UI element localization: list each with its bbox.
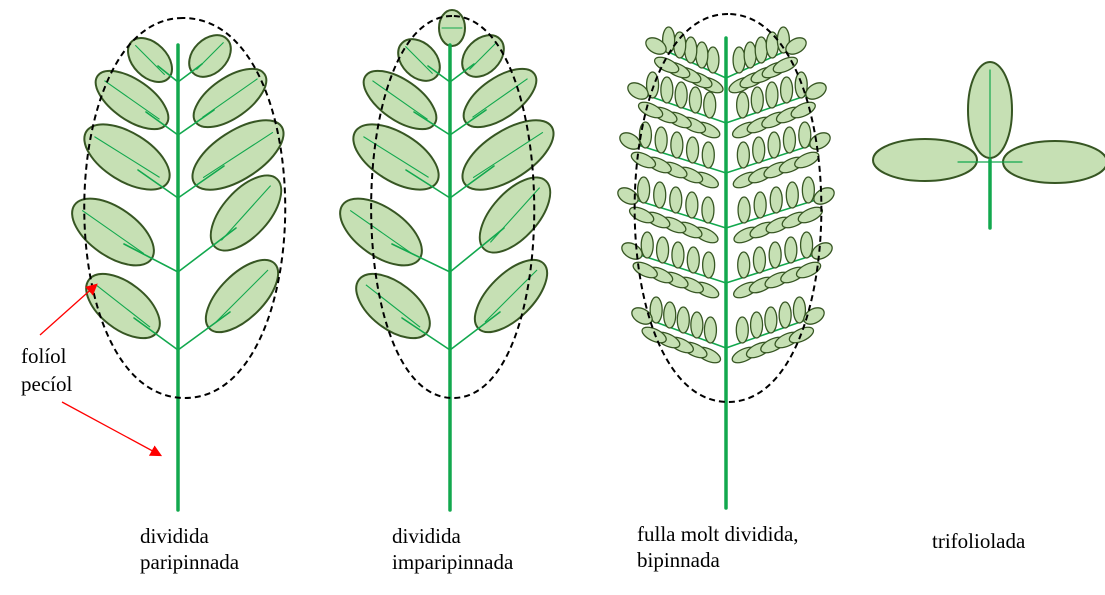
pinnule-leaflet [654, 182, 666, 208]
pinnule-leaflet [702, 197, 714, 223]
pinnule-leaflet [691, 312, 703, 338]
petiole-arrow [62, 402, 160, 455]
pinna-leaflet [61, 185, 166, 278]
pinnule-leaflet [751, 87, 763, 113]
pinnule-leaflet [744, 42, 756, 68]
pinna-leaflet [329, 185, 434, 278]
pinnule-leaflet [671, 132, 683, 158]
pinnule-leaflet [737, 92, 749, 118]
panel-trifoliolate [873, 62, 1105, 228]
caption-paripinnate: dividida paripinnada [140, 523, 239, 575]
imparipinnate-leaflets [329, 10, 565, 510]
pinnule-leaflet [769, 242, 781, 268]
pinnule-leaflet [754, 192, 766, 218]
pinnule-leaflet [794, 259, 823, 281]
pinnule-leaflet [641, 232, 653, 258]
pinna-leaflet [194, 248, 290, 344]
lateral-leaflet [873, 139, 977, 181]
pinnule-leaflet [703, 252, 715, 278]
pinnule-leaflet [657, 237, 669, 263]
pinnule-leaflet [704, 92, 716, 118]
pinna-leaflet [345, 261, 441, 350]
pinnule-leaflet [781, 77, 793, 103]
pinnule-leaflet [733, 47, 745, 73]
pinnule-leaflet [670, 187, 682, 213]
pinnule-leaflet [770, 187, 782, 213]
caption-trifoliolate-line1: trifoliolada [932, 528, 1025, 554]
pinnule-leaflet [636, 99, 665, 121]
pinnule-leaflet [766, 32, 778, 58]
pinnule-leaflet [707, 47, 719, 73]
pinnule-leaflet [785, 237, 797, 263]
pinnule-leaflet [687, 137, 699, 163]
pinnule-leaflet [736, 317, 748, 343]
panel-imparipinnate [329, 10, 565, 510]
pinnule-leaflet [755, 37, 767, 63]
caption-bipinnate: fulla molt dividida, bipinnada [637, 521, 799, 573]
pinnule-leaflet [799, 122, 811, 148]
pinnule-leaflet [677, 307, 689, 333]
pinnule-leaflet [771, 54, 800, 76]
pinnule-leaflet [704, 317, 716, 343]
pinnule-leaflet [687, 247, 699, 273]
pinnule-leaflet [737, 142, 749, 168]
pinnule-leaflet [652, 54, 681, 76]
leaflet-arrow [40, 285, 96, 335]
pinnule-leaflet [765, 307, 777, 333]
pinnule-leaflet [629, 149, 658, 171]
pinnule-leaflet [627, 204, 656, 226]
caption-imparipinnate-line1: dividida [392, 523, 513, 549]
caption-paripinnate-line1: dividida [140, 523, 239, 549]
pinnule-leaflet [631, 259, 660, 281]
pinnule-leaflet [789, 99, 818, 121]
pinnule-leaflet [655, 127, 667, 153]
caption-bipinnate-line2: bipinnada [637, 547, 799, 573]
caption-paripinnate-line2: paripinnada [140, 549, 239, 575]
pinnule-leaflet [686, 192, 698, 218]
pinnule-leaflet [801, 232, 813, 258]
pinnule-leaflet [638, 177, 650, 203]
petiole-label: pecíol [20, 372, 73, 396]
panel-paripinnate [61, 18, 295, 510]
pinnule-leaflet [768, 132, 780, 158]
pinnule-leaflet [664, 302, 676, 328]
pinnule-leaflet [802, 177, 814, 203]
pinnule-leaflet [783, 127, 795, 153]
pinnule-leaflet [792, 149, 821, 171]
pinnule-leaflet [702, 142, 714, 168]
caption-bipinnate-line1: fulla molt dividida, [637, 521, 799, 547]
pinnule-leaflet [753, 137, 765, 163]
pinnule-leaflet [672, 242, 684, 268]
pinnule-leaflet [738, 197, 750, 223]
leaflet-label: folíol [20, 344, 68, 368]
caption-imparipinnate: dividida imparipinnada [392, 523, 513, 575]
pinnule-leaflet [675, 82, 687, 108]
pinnule-leaflet [689, 87, 701, 113]
caption-trifoliolate: trifoliolada [932, 528, 1025, 554]
pinnule-leaflet [685, 37, 697, 63]
pinnule-leaflet [786, 182, 798, 208]
pinnule-leaflet [738, 252, 750, 278]
panel-bipinnate [615, 14, 837, 508]
pinnule-leaflet [661, 77, 673, 103]
pinnule-leaflet [766, 82, 778, 108]
pinnule-leaflet [753, 247, 765, 273]
pinnule-leaflet [640, 324, 669, 346]
pinnule-leaflet [779, 302, 791, 328]
caption-imparipinnate-line2: imparipinnada [392, 549, 513, 575]
pinnule-leaflet [696, 42, 708, 68]
pinnule-leaflet [751, 312, 763, 338]
paripinnate-leaflets [61, 27, 295, 510]
